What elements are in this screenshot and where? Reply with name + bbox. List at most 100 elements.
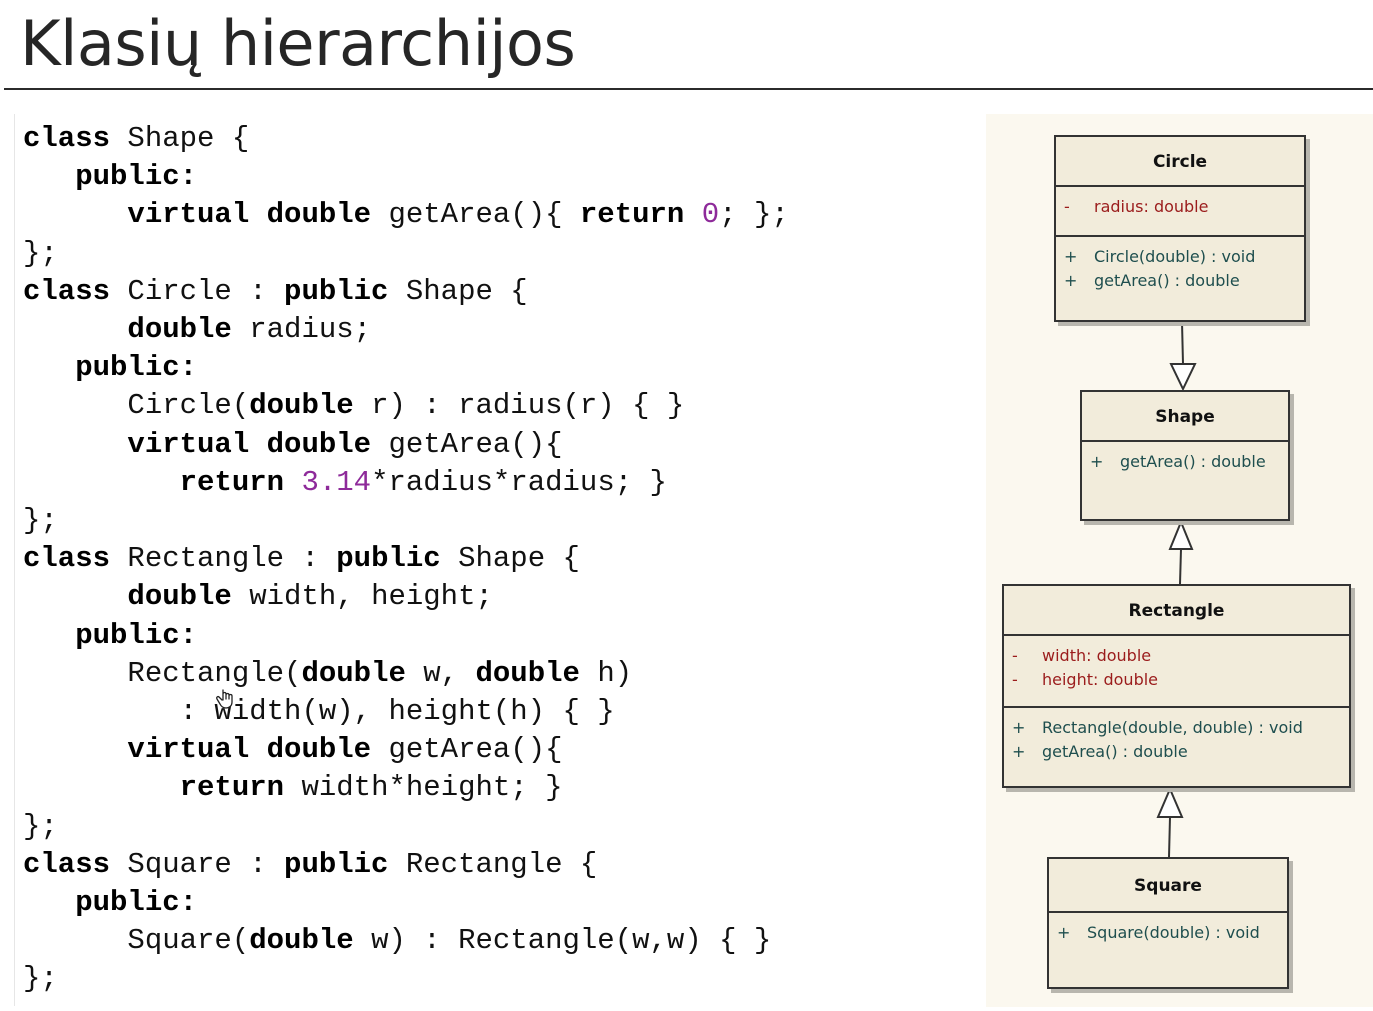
code-line: return 3.14*radius*radius; } [23, 464, 667, 502]
code-text: Rectangle { [388, 847, 598, 881]
operations-section: + Circle(double) : void + getArea() : do… [1056, 237, 1304, 293]
code-text: Shape { [388, 274, 528, 308]
code-text: Rectangle : [110, 542, 337, 576]
code-keyword: return [579, 198, 685, 232]
code-text: getArea(){ [371, 427, 563, 461]
code-line: virtual double getArea(){ [23, 426, 563, 464]
code-keyword: class [23, 542, 111, 576]
code-line: public: [23, 158, 197, 196]
operation-row: + Rectangle(double, double) : void [1012, 718, 1303, 737]
code-line: class Rectangle : public Shape { [23, 540, 580, 578]
code-number: 0 [701, 198, 720, 232]
arrow-head-square-rectangle [1156, 786, 1184, 818]
code-line: }; [23, 235, 58, 273]
code-line: Square(double w) : Rectangle(w,w) { } [23, 922, 771, 960]
operation-row: + getArea() : double [1012, 742, 1188, 761]
code-keyword: double [249, 924, 354, 958]
code-line: public: [23, 349, 197, 387]
operation-row: + getArea() : double [1090, 452, 1266, 471]
code-line: class Circle : public Shape { [23, 273, 528, 311]
code-text: }; [23, 962, 58, 996]
code-line: public: [23, 884, 197, 922]
code-text: }; [23, 504, 58, 537]
operations-section: + Square(double) : void [1049, 913, 1287, 945]
class-name: Shape [1082, 392, 1288, 442]
operation-row: + getArea() : double [1064, 271, 1240, 290]
code-text: *radius*radius; } [371, 465, 667, 499]
code-text: ; }; [719, 198, 789, 232]
arrow-line-circle-shape [1181, 321, 1184, 365]
code-keyword: public: [75, 886, 198, 919]
arrow-head-rectangle-shape [1168, 519, 1194, 550]
code-line: class Square : public Rectangle { [23, 846, 597, 884]
code-keyword: class [23, 122, 111, 155]
code-line: public: [23, 617, 197, 655]
code-line: virtual double getArea(){ [23, 731, 562, 769]
uml-diagram: Circle - radius: double + Circle(double)… [986, 114, 1373, 1007]
code-text: radius; [231, 313, 372, 346]
code-text [23, 580, 127, 613]
code-text [23, 771, 180, 804]
slide-title: Klasių hierarchijos [20, 7, 576, 80]
code-keyword: class [23, 274, 111, 308]
code-panel: class Shape { public: virtual double get… [14, 114, 955, 1006]
code-line: double radius; [23, 311, 371, 349]
code-keyword: public: [75, 618, 198, 652]
class-name: Rectangle [1004, 586, 1349, 636]
code-keyword: public [284, 274, 389, 308]
code-line: double width, height; [23, 578, 492, 616]
code-text: }; [23, 809, 58, 843]
code-keyword: double [475, 656, 580, 690]
code-line: Circle(double r) : radius(r) { } [23, 387, 684, 425]
code-text [23, 619, 75, 652]
code-keyword: public [284, 847, 389, 881]
code-text: w) : Rectangle(w,w) { } [353, 924, 772, 958]
code-text: Shape { [440, 542, 580, 576]
code-text [23, 886, 75, 919]
uml-class-square: Square + Square(double) : void [1047, 857, 1289, 989]
code-keyword: public [336, 542, 441, 576]
code-text [23, 160, 75, 193]
code-line: virtual double getArea(){ return 0; }; [23, 196, 789, 234]
code-text [23, 198, 127, 231]
operations-section: + getArea() : double [1082, 442, 1288, 474]
code-text [23, 466, 180, 499]
arrow-line-square-rectangle [1168, 816, 1171, 858]
code-keyword: return [179, 465, 285, 499]
code-keyword: double [127, 580, 232, 614]
code-keyword: class [23, 847, 111, 881]
uml-class-shape: Shape + getArea() : double [1080, 390, 1290, 521]
code-line: }; [23, 808, 58, 846]
code-text: : width(w), height(h) { } [23, 695, 615, 728]
code-text: Square : [110, 847, 285, 881]
code-text [23, 428, 127, 461]
code-text: Shape { [110, 122, 250, 155]
hand-pointer-icon [216, 689, 233, 709]
operation-row: + Circle(double) : void [1064, 247, 1256, 266]
code-line: Rectangle(double w, double h) [23, 655, 632, 693]
code-text: getArea(){ [371, 198, 580, 232]
code-text: r) : radius(r) { } [353, 389, 685, 423]
operations-section: + Rectangle(double, double) : void + get… [1004, 708, 1349, 764]
code-keyword: public: [75, 351, 198, 385]
code-text: w, [405, 656, 476, 690]
code-keyword: double [301, 656, 406, 690]
code-line: }; [23, 960, 58, 998]
code-line: }; [23, 502, 58, 540]
attributes-section: - width: double - height: double [1004, 636, 1349, 708]
code-text: }; [23, 236, 58, 270]
code-keyword: virtual double [127, 427, 372, 461]
code-text: Circle( [23, 389, 250, 423]
code-text [23, 313, 127, 346]
code-line: : width(w), height(h) { } [23, 693, 615, 731]
title-divider [4, 88, 1373, 90]
attribute-row: - radius: double [1064, 197, 1209, 216]
code-keyword: public: [75, 160, 198, 194]
code-text: Square( [23, 924, 250, 958]
attributes-section: - radius: double [1056, 187, 1304, 237]
code-text [284, 466, 301, 499]
generalization-arrows [1156, 321, 1197, 858]
class-name: Square [1049, 859, 1287, 913]
uml-class-circle: Circle - radius: double + Circle(double)… [1054, 135, 1306, 322]
code-keyword: double [249, 389, 354, 423]
